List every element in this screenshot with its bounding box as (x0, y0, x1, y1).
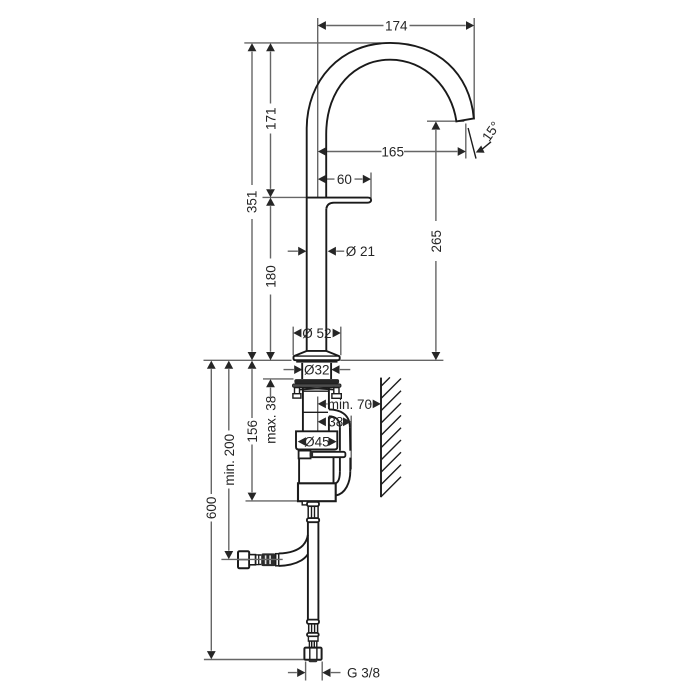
svg-text:600: 600 (204, 497, 219, 520)
svg-text:Ø45: Ø45 (304, 434, 330, 449)
svg-text:Ø 52: Ø 52 (302, 326, 331, 341)
svg-text:180: 180 (264, 265, 279, 288)
svg-text:min. 70: min. 70 (328, 397, 372, 412)
svg-text:265: 265 (429, 230, 444, 253)
svg-text:max. 38: max. 38 (263, 396, 278, 444)
svg-text:60: 60 (337, 172, 352, 187)
svg-text:G 3/8: G 3/8 (347, 666, 380, 681)
svg-text:Ø32: Ø32 (304, 362, 330, 377)
svg-text:156: 156 (245, 420, 260, 443)
svg-text:min. 200: min. 200 (222, 434, 237, 486)
svg-text:351: 351 (245, 191, 260, 214)
svg-text:Ø 21: Ø 21 (346, 244, 375, 259)
svg-text:174: 174 (385, 18, 408, 33)
svg-text:171: 171 (264, 107, 279, 130)
svg-text:38: 38 (328, 415, 343, 430)
svg-text:165: 165 (381, 144, 404, 159)
